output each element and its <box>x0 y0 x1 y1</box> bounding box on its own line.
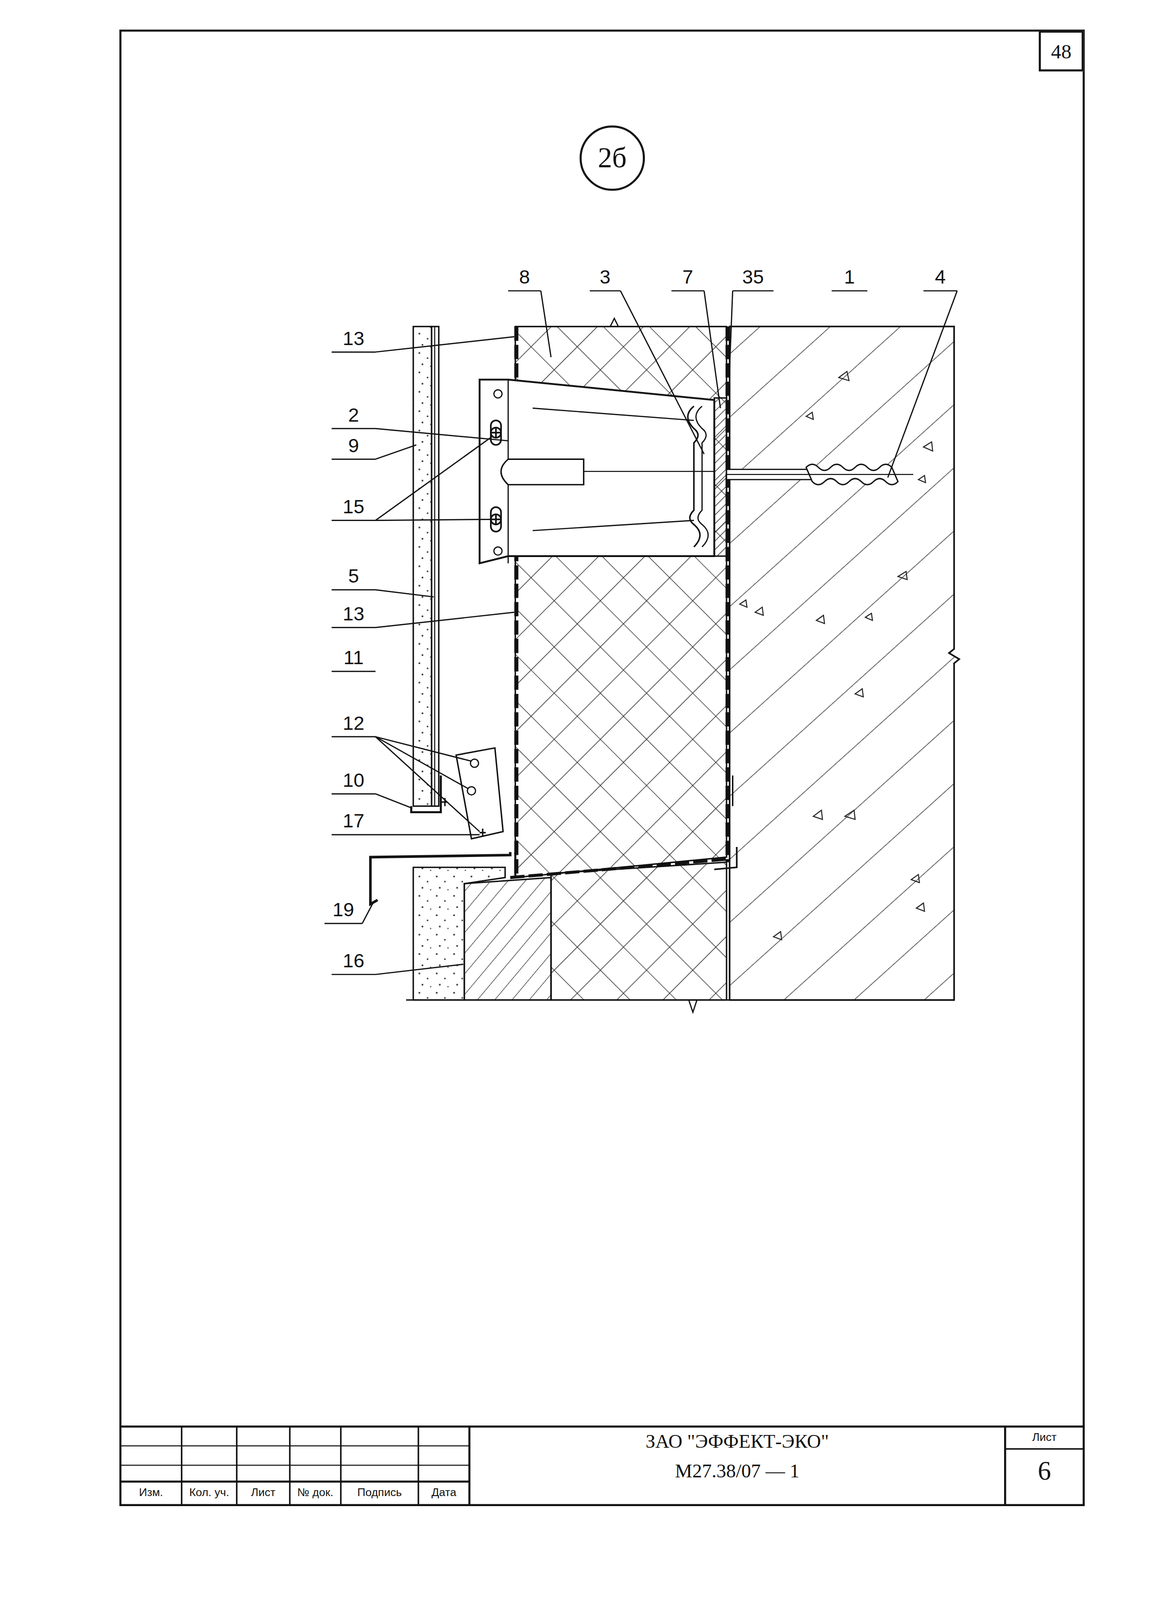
page-number-box: 48 <box>1038 30 1084 72</box>
callout-number: 10 <box>331 770 376 792</box>
callout-number: 11 <box>331 647 376 670</box>
callout-number: 5 <box>331 566 376 588</box>
title-block-cell: № док. <box>289 1485 341 1498</box>
detail-marker: 2б <box>579 125 645 191</box>
callout-number: 13 <box>331 603 376 626</box>
callout-number: 1 <box>831 267 868 289</box>
callout-number: 8 <box>508 267 542 289</box>
callout-number: 2 <box>331 405 376 427</box>
callout-number: 12 <box>331 713 376 735</box>
callout-number: 9 <box>331 435 376 458</box>
title-block-cell: Кол. уч. <box>181 1485 238 1498</box>
node-text: 48 <box>1051 39 1072 63</box>
title-block-cell: Подпись <box>340 1485 419 1498</box>
title-block-cell: 6 <box>1004 1457 1084 1487</box>
title-block-cell: Лист <box>236 1485 290 1498</box>
title-block-cell: Изм. <box>120 1485 182 1498</box>
callout-number: 17 <box>331 811 376 833</box>
title-block-cell: ЗАО "ЭФФЕКТ-ЭКО" <box>469 1431 1005 1453</box>
callout-number: 19 <box>324 899 363 922</box>
title-block-cell: Лист <box>1004 1430 1084 1443</box>
callout-number: 3 <box>589 267 621 289</box>
callout-number: 35 <box>732 267 774 289</box>
callout-number: 7 <box>671 267 705 289</box>
callout-number: 4 <box>923 267 958 289</box>
callout-number: 16 <box>331 950 376 973</box>
title-block-cell: Дата <box>418 1485 470 1498</box>
title-block-cell: М27.38/07 — 1 <box>469 1461 1005 1483</box>
callout-number: 13 <box>331 328 376 351</box>
callout-number: 15 <box>331 496 376 519</box>
node-text: 2б <box>597 141 627 175</box>
